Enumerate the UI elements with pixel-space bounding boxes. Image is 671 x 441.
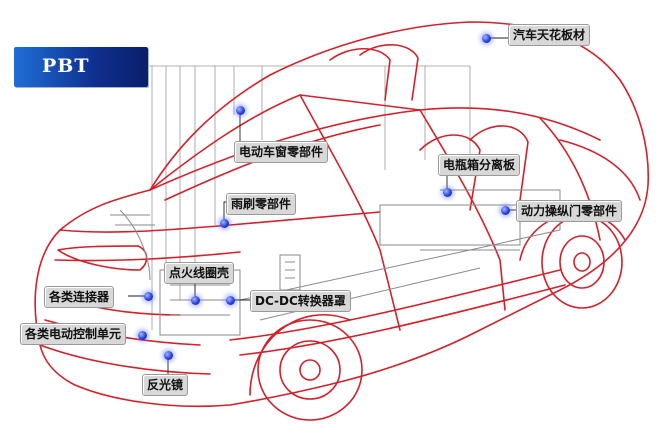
blue-dot-icon <box>442 187 452 197</box>
label-wiper: 雨刷零部件 <box>226 193 297 215</box>
blue-dot-icon <box>143 291 153 301</box>
label-dcdc: DC-DC转换器罩 <box>250 290 351 312</box>
label-power-door: 动力操纵门零部件 <box>516 200 623 222</box>
label-connectors: 各类连接器 <box>44 286 115 308</box>
label-reflector: 反光镜 <box>142 374 189 396</box>
blue-dot-icon <box>225 295 235 305</box>
label-ecu: 各类电动控制单元 <box>20 323 127 345</box>
label-ignition-coil: 点火线圈壳 <box>164 262 235 284</box>
blue-dot-icon <box>481 33 491 43</box>
blue-dot-icon <box>163 350 173 360</box>
pbt-badge: PBT <box>14 47 148 87</box>
blue-dot-icon <box>190 295 200 305</box>
callout-leaders <box>128 37 516 374</box>
blue-dot-icon <box>500 205 510 215</box>
pbt-badge-text: PBT <box>42 55 90 77</box>
label-battery-separator: 电瓶箱分离板 <box>438 154 521 176</box>
wheels <box>257 215 623 421</box>
blue-dot-icon <box>235 105 245 115</box>
blue-dot-icon <box>137 330 147 340</box>
blue-dot-icon <box>219 218 229 228</box>
label-headliner: 汽车天花板材 <box>508 24 591 46</box>
label-power-window: 电动车窗零部件 <box>234 141 329 163</box>
